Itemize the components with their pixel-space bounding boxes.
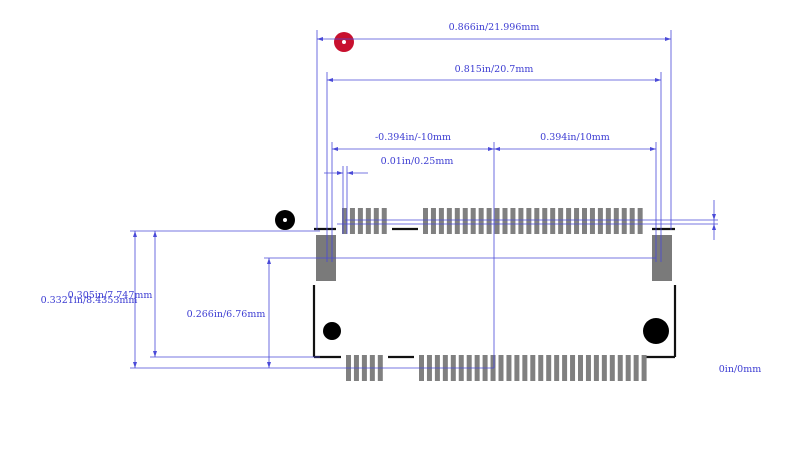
top-left-pin — [342, 208, 347, 234]
bottom-right-pin — [585, 355, 591, 381]
top-pin-row — [342, 208, 643, 234]
top-right-pin — [597, 208, 603, 234]
label-small-gap: 0.01in/0.25mm — [381, 156, 454, 167]
locating-hole-left — [323, 322, 341, 340]
top-right-pin — [534, 208, 540, 234]
top-right-pin — [438, 208, 444, 234]
top-right-pin — [494, 208, 500, 234]
bottom-right-pin — [506, 355, 512, 381]
locating-hole-right — [643, 318, 669, 344]
top-right-pin — [446, 208, 452, 234]
top-left-pin — [381, 208, 387, 234]
top-left-pin — [349, 208, 355, 234]
label-overall-width: 0.866in/21.996mm — [449, 22, 540, 33]
top-right-pin — [423, 208, 428, 234]
top-right-pin — [454, 208, 460, 234]
component-outline — [312, 227, 677, 359]
top-right-pin — [637, 208, 643, 234]
top-right-pin — [430, 208, 436, 234]
top-right-pin — [582, 208, 587, 234]
dimension-lines — [130, 30, 718, 369]
top-right-pin — [613, 208, 619, 234]
bottom-right-pin — [562, 355, 568, 381]
top-right-pin — [510, 208, 516, 234]
top-right-pin — [605, 208, 611, 234]
label-height-outer: 0.3321in/8.4353mm — [41, 295, 138, 306]
top-left-pin — [357, 208, 363, 234]
top-right-pin — [558, 208, 564, 234]
bottom-right-pin — [538, 355, 544, 381]
top-right-pin — [486, 208, 492, 234]
top-right-pin — [526, 208, 532, 234]
bottom-right-pin — [601, 355, 607, 381]
top-right-pin — [470, 208, 476, 234]
label-origin: 0in/0mm — [719, 364, 761, 375]
bottom-right-pin — [570, 355, 576, 381]
reference-hole-dot — [283, 218, 287, 222]
top-right-pin — [629, 208, 635, 234]
bottom-right-pin — [546, 355, 552, 381]
top-right-pin — [542, 208, 548, 234]
bottom-right-pin — [514, 355, 520, 381]
bottom-right-pin — [530, 355, 536, 381]
top-right-pin — [550, 208, 556, 234]
bottom-right-pin — [522, 355, 528, 381]
top-right-pin — [574, 208, 580, 234]
pin1-marker-dot — [342, 40, 346, 44]
label-pad-span: 0.815in/20.7mm — [455, 64, 534, 75]
bottom-right-pin — [617, 355, 623, 381]
top-right-pin — [589, 208, 595, 234]
top-right-pin — [502, 208, 508, 234]
top-right-pin — [462, 208, 468, 234]
label-height-inner: 0.266in/6.76mm — [187, 309, 266, 320]
top-right-pin — [621, 208, 627, 234]
bottom-right-pin — [633, 355, 639, 381]
label-right-offset: 0.394in/10mm — [540, 132, 610, 143]
bottom-right-pin — [641, 355, 647, 381]
label-left-offset: -0.394in/-10mm — [375, 132, 451, 143]
bottom-right-pin — [578, 355, 583, 381]
top-left-pin — [365, 208, 371, 234]
top-right-pin — [566, 208, 572, 234]
top-right-pin — [478, 208, 484, 234]
bottom-right-pin — [498, 355, 504, 381]
top-right-pin — [518, 208, 524, 234]
top-left-pin — [373, 208, 379, 234]
label-height-mid: 0.305in/7.747mm — [68, 290, 153, 301]
bottom-right-pin — [609, 355, 615, 381]
bottom-right-pin — [625, 355, 631, 381]
bottom-right-pin — [554, 355, 560, 381]
bottom-right-pin — [593, 355, 599, 381]
mounting-pad-right — [652, 235, 672, 281]
